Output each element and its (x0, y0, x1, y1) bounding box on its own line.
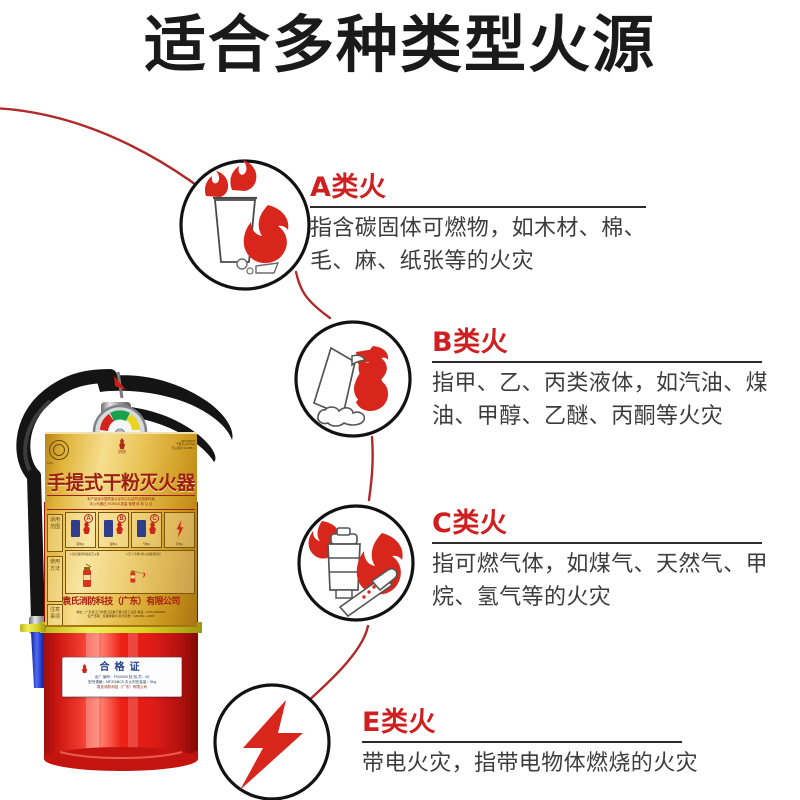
label-icon-b-letter: B (117, 514, 126, 523)
ccc-badge-icon (49, 440, 69, 460)
label-icon-a: A 固体火 (65, 512, 96, 548)
label-footer-text: 地址：广东省江门市蓬江区棠下镇沙富工业区 电话：0750-0000000 生产日… (76, 610, 166, 618)
label-usage-section: 1.拔出保险销提起灭火器 2.压下手柄对准火焰根部喷射 (65, 550, 195, 594)
label-icon-c-object (137, 520, 146, 537)
fire-class-e-info: E类火 带电火灾，指带电物体燃烧的火灾 (362, 707, 782, 780)
label-icon-b-caption: 液体火 (109, 543, 118, 546)
fire-class-c-desc: 指可燃气体，如煤气、天然气、甲烷、氢气等的火灾 (432, 552, 769, 610)
label-icon-e: 带电火 (164, 512, 195, 548)
label-main-title: 手提式干粉灭火器 (46, 472, 196, 494)
certificate-title: 合格证 (99, 662, 145, 673)
fire-class-b-info: B类火 指甲、乙、丙类液体，如汽油、煤油、甲醇、乙醚、丙酮等火灾 (432, 327, 780, 433)
pouring-liquid-flame-icon (312, 346, 389, 427)
label-usage-step-2: 2.压下手柄对准火焰根部喷射 (126, 553, 161, 556)
label-icon-a-letter: A (84, 514, 93, 523)
fire-class-a-info: A类火 指含碳固体可燃物，如木材、棉、毛、麻、纸张等的火灾 (310, 172, 660, 278)
fire-class-c-title: C类火 (432, 508, 508, 539)
label-icon-b-object (104, 520, 113, 537)
fire-class-e-desc: 带电火灾，指带电物体燃烧的火灾 (362, 751, 699, 776)
fire-class-a-divider (310, 206, 646, 208)
label-icon-c-caption: 气体火 (142, 543, 151, 546)
label-class-icon-row: A 固体火 B 液体火 C 气体火 (65, 512, 195, 548)
label-header-row: CCC 消防 MFZ/ABC5 干粉灭火剂 5kg 灭火级别 3A 89B C (45, 434, 197, 472)
fire-class-b-title: B类火 (432, 327, 509, 358)
fire-class-c-info: C类火 指可燃气体，如煤气、天然气、甲烷、氢气等的火灾 (432, 508, 780, 614)
fire-class-a-desc: 指含碳固体可燃物，如木材、棉、毛、麻、纸张等的火灾 (310, 216, 647, 274)
certificate-tag: 合格证 出厂 编号：F000000 检 验 员：05 型号规格：MFZ/ABC5… (62, 657, 182, 697)
label-side-band-notes: 注意事项 (47, 604, 63, 625)
label-icon-a-object (71, 520, 80, 537)
label-icon-c-flame-icon (149, 521, 156, 534)
usage-figure-2-icon (130, 570, 146, 583)
fire-class-e-divider (362, 741, 682, 743)
fire-class-e-title: E类火 (362, 707, 436, 738)
label-model-lines: MFZ/ABC5 干粉灭火剂 5kg 灭火级别 3A 89B C (171, 440, 195, 450)
label-icon-b-flame-icon (116, 521, 123, 534)
brand-mark-text: 消防 (118, 449, 126, 454)
label-usage-step-1: 1.拔出保险销提起灭火器 (70, 553, 100, 556)
label-icon-e-caption: 带电火 (175, 543, 184, 546)
fire-class-a-title: A类火 (310, 172, 387, 203)
product-label: CCC 消防 MFZ/ABC5 干粉灭火剂 5kg 灭火级别 3A 89B C … (45, 432, 197, 627)
label-icon-e-bolt-icon (176, 520, 184, 538)
brand-flame-icon (119, 438, 126, 449)
page-title: 适合多种类型火源 (143, 8, 656, 81)
label-icon-c: C 气体火 (131, 512, 162, 548)
label-icon-b: B 液体火 (98, 512, 129, 548)
label-company-name: 袁氏消防科技（广东）有限公司 (62, 597, 180, 607)
brand-logo: 消防 (111, 437, 133, 463)
label-icon-c-letter: C (150, 514, 159, 523)
certificate-line-3: 袁氏消防科技（广东）有限公司 (96, 685, 148, 689)
label-icon-a-flame-icon (83, 521, 90, 534)
certificate-line-1: 出厂 编号：F000000 检 验 员：05 (94, 675, 150, 679)
label-side-band-scope: 适用范围 (47, 514, 63, 552)
fire-class-b-divider (432, 361, 762, 363)
fire-class-c-divider (432, 542, 762, 544)
usage-figure-1-icon (83, 563, 92, 587)
gas-cylinder-flame-icon (308, 521, 403, 618)
label-side-band-usage: 使用方法 (47, 556, 63, 602)
certificate-detail-lines: 出厂 编号：F000000 检 验 员：05 型号规格：MFZ/ABC5 灭火剂… (63, 675, 181, 690)
trash-can-flame-icon (204, 160, 289, 275)
certificate-flame-icon (81, 664, 88, 673)
certificate-line-2: 型号规格：MFZ/ABC5 灭火剂充装量：5kg (88, 680, 156, 684)
label-icon-a-caption: 固体火 (76, 543, 85, 546)
label-badge-caption: CCC (47, 462, 53, 465)
label-certification-text: 本产品经中国质量认证中心认证符合国家标准 本公司通过 ISO9001质量 管理 … (47, 495, 195, 510)
fire-class-b-desc: 指甲、乙、丙类液体，如汽油、煤油、甲醇、乙醚、丙酮等火灾 (432, 371, 769, 429)
fire-extinguisher-image: MPa PRESSURE GAUGE (0, 280, 250, 800)
